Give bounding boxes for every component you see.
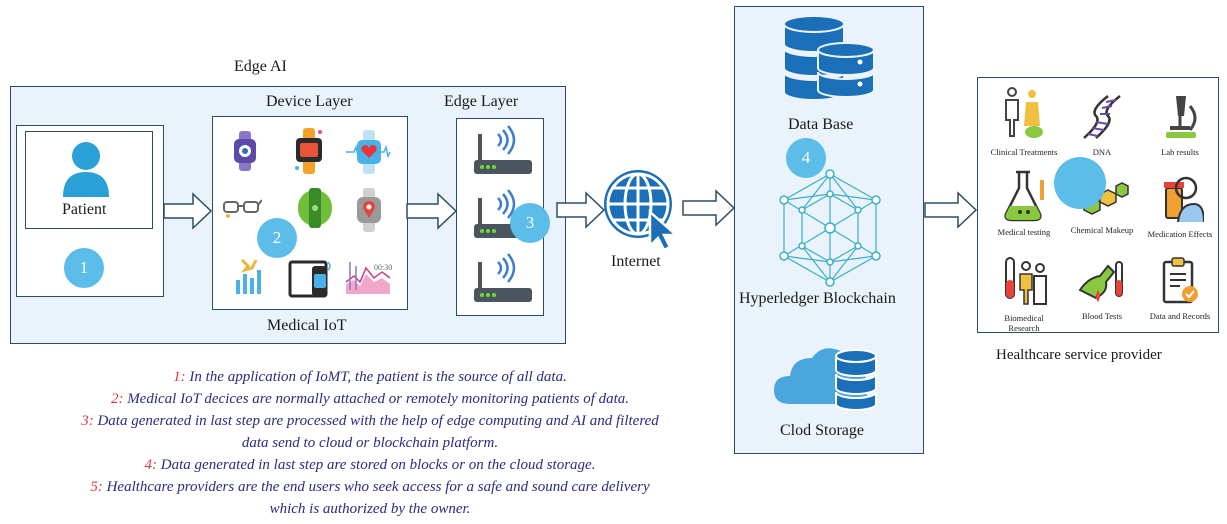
clinical-treatments-icon (1005, 87, 1043, 138)
note-line-4: 4: Data generated in last step are store… (144, 457, 596, 473)
arrow-storage-to-provider (924, 191, 978, 229)
provider-item-label: Blood Tests (1081, 311, 1123, 321)
note-line-1: 1: In the application of IoMT, the patie… (173, 369, 567, 385)
blood-test-icon (1078, 261, 1123, 302)
note-line-3-cont: data send to cloud or blockchain platfor… (241, 435, 499, 451)
provider-item-label: Clinical Treatments (990, 147, 1058, 157)
activity-chart-icon (236, 258, 261, 294)
arrow-patient-to-devices (163, 192, 213, 230)
arrow-edge-to-internet (556, 191, 606, 229)
dna-icon (1083, 95, 1121, 139)
note-line-5-cont: which is authorized by the owner. (269, 501, 471, 517)
provider-item-medical-testing: Medical testing (988, 170, 1060, 237)
note-line-5: 5: Healthcare providers are the end user… (90, 479, 650, 495)
cloud-storage-icon (774, 348, 877, 411)
note-line-2: 2: Medical IoT decices are normally atta… (110, 391, 630, 407)
provider-caption: Healthcare service provider (996, 347, 1162, 363)
microscope-icon (1166, 96, 1197, 138)
heart-monitor-icon (346, 130, 391, 174)
arrow-internet-to-storage (682, 189, 736, 227)
smart-glasses-icon (223, 199, 262, 218)
fitness-band-icon (295, 128, 322, 174)
flask-icon (1004, 170, 1044, 222)
svg-text:00:30: 00:30 (374, 263, 392, 272)
blockchain-network-icon (779, 169, 881, 287)
location-watch-icon (357, 188, 381, 232)
tablet-watch-icon (288, 260, 331, 298)
patient-label: Patient (62, 201, 107, 218)
edge-ai-title: Edge AI (234, 58, 287, 75)
database-label: Data Base (788, 116, 854, 133)
step-badge-5 (1054, 157, 1106, 209)
provider-item-label: DNA (1092, 147, 1112, 157)
provider-item-biomedical-research: Biomedical Research (988, 256, 1060, 333)
medication-effects-icon (1164, 176, 1205, 223)
internet-label: Internet (611, 253, 661, 270)
step-badge-1: 1 (64, 248, 104, 288)
database-icon (783, 15, 875, 101)
provider-item-label: Biomedical Research (1004, 313, 1044, 333)
provider-item-medication-effects: Medication Effects (1144, 172, 1216, 239)
pulse-graph-icon: 00:30 (345, 262, 392, 294)
provider-item-data-and-records: Data and Records (1144, 256, 1216, 321)
clipboard-records-icon (1162, 257, 1198, 304)
provider-item-label: Data and Records (1149, 311, 1211, 321)
provider-item-dna: DNA (1066, 92, 1138, 157)
smartwatch-icon (234, 131, 256, 171)
internet-globe-icon (604, 170, 680, 250)
provider-item-label: Chemical Makeup (1070, 225, 1134, 235)
provider-item-lab-results: Lab results (1144, 92, 1216, 157)
device-layer-label: Device Layer (266, 93, 353, 110)
provider-item-label: Lab results (1161, 147, 1199, 157)
note-line-3: 3: Data generated in last step are proce… (81, 413, 659, 429)
wristband-icon (298, 188, 332, 228)
provider-item-blood-tests: Blood Tests (1066, 258, 1138, 321)
medical-iot-label: Medical IoT (267, 317, 347, 334)
provider-item-clinical-treatments: Clinical Treatments (988, 86, 1060, 157)
router-icon-3 (474, 253, 532, 302)
provider-item-label: Medical testing (997, 227, 1051, 237)
step-badge-3: 3 (510, 203, 550, 243)
blockchain-label: Hyperledger Blockchain (739, 290, 896, 307)
arrow-devices-to-edge (406, 192, 458, 230)
biomedical-research-icon (1005, 257, 1047, 305)
step-badge-2: 2 (257, 218, 297, 258)
router-icon-1 (474, 125, 532, 174)
patient-icon (63, 142, 109, 197)
cloud-storage-label: Clod Storage (780, 422, 864, 439)
step-notes: 1: In the application of IoMT, the patie… (0, 366, 740, 520)
edge-layer-label: Edge Layer (444, 93, 519, 110)
step-badge-4: 4 (786, 138, 826, 178)
provider-item-label: Medication Effects (1147, 229, 1213, 239)
